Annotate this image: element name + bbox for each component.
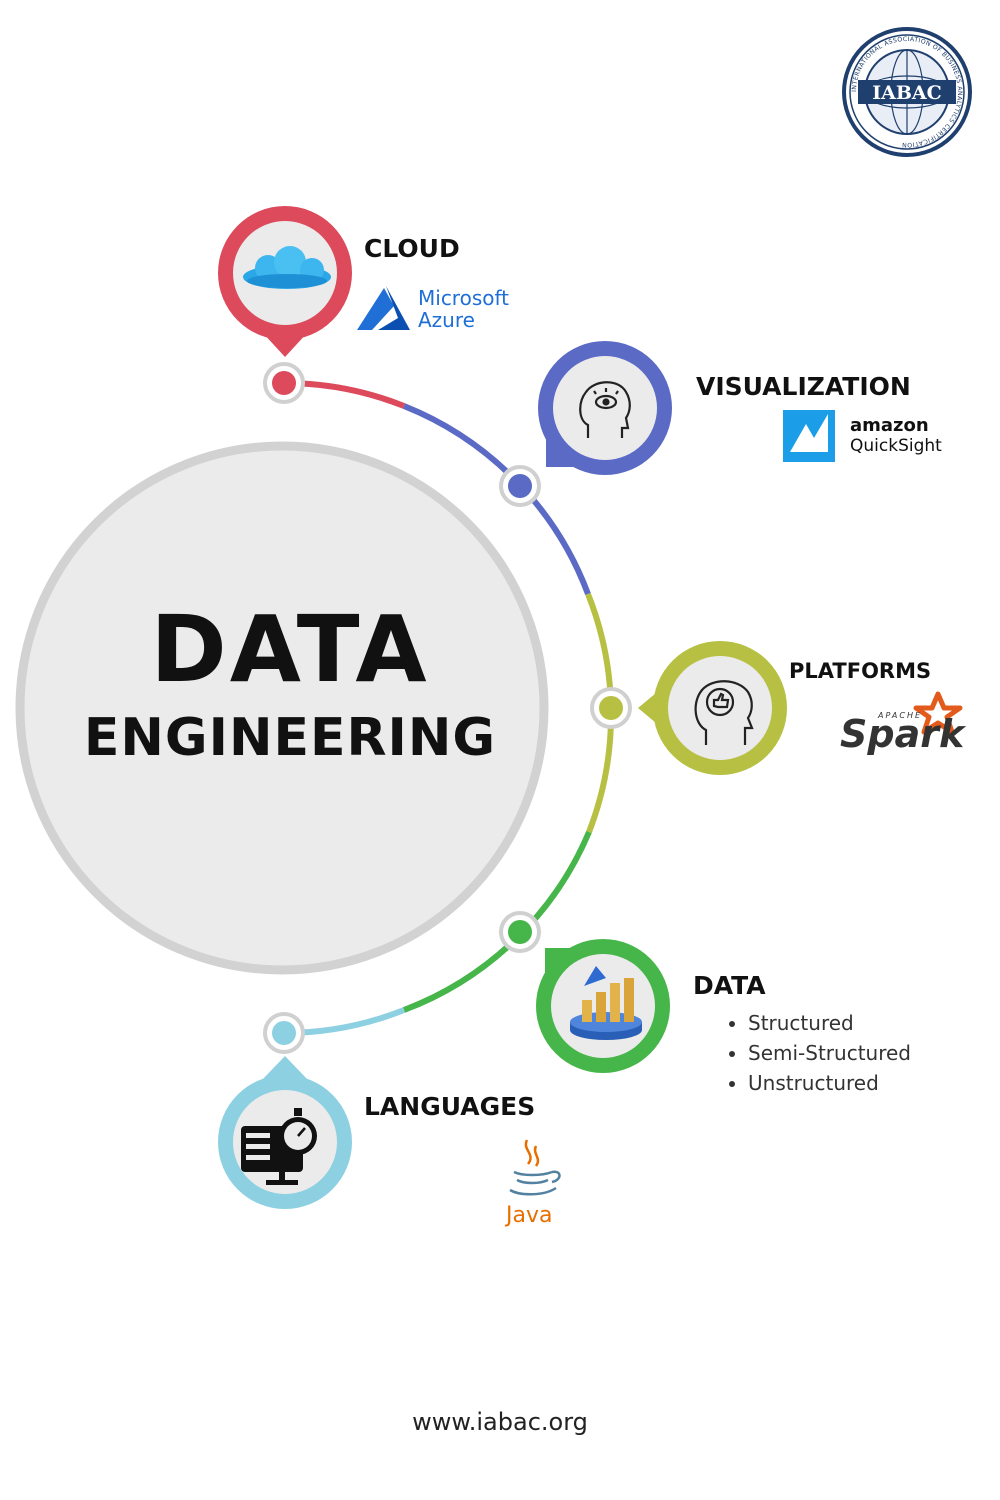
spark-brand-line2: Spark bbox=[840, 712, 965, 756]
iabac-logo: INTERNATIONAL ASSOCIATION OF BUSINESS AN… bbox=[842, 27, 972, 157]
head-eye-icon bbox=[579, 381, 631, 438]
center-title-line1: DATA bbox=[150, 596, 430, 703]
java-logo-icon bbox=[509, 1139, 561, 1196]
spark-brand-line1: APACHE bbox=[878, 711, 923, 720]
azure-logo-icon bbox=[357, 286, 410, 330]
label-visualization: VISUALIZATION bbox=[696, 372, 911, 401]
arc-node-cloud bbox=[263, 362, 305, 404]
languages-badge bbox=[218, 1056, 352, 1209]
center-circle bbox=[15, 441, 549, 975]
platforms-badge bbox=[638, 641, 787, 775]
list-item: Semi-Structured bbox=[748, 1038, 911, 1068]
monitor-stopwatch-icon bbox=[241, 1108, 317, 1185]
label-languages: LANGUAGES bbox=[364, 1092, 536, 1121]
footer-url[interactable]: www.iabac.org bbox=[412, 1408, 588, 1436]
quicksight-brand-line2: QuickSight bbox=[850, 436, 942, 456]
list-item: Unstructured bbox=[748, 1068, 911, 1098]
label-cloud: CLOUD bbox=[364, 234, 460, 263]
data-types-list: Structured Semi-Structured Unstructured bbox=[722, 1008, 911, 1098]
java-brand-text: Java bbox=[506, 1203, 553, 1228]
label-platforms: PLATFORMS bbox=[789, 659, 932, 683]
spark-star-icon bbox=[913, 691, 963, 735]
quicksight-brand-text: amazon QuickSight bbox=[850, 415, 942, 457]
arc-node-platforms bbox=[590, 687, 632, 729]
quicksight-brand-line1: amazon bbox=[850, 415, 929, 436]
iabac-logo-text: IABAC bbox=[872, 82, 942, 104]
cloud-badge bbox=[218, 206, 352, 357]
visualization-badge bbox=[538, 341, 672, 475]
cloud-icon bbox=[243, 246, 331, 289]
azure-brand-text: Microsoft Azure bbox=[418, 287, 509, 331]
azure-brand-line1: Microsoft bbox=[418, 286, 510, 310]
quicksight-logo-icon bbox=[783, 410, 835, 462]
list-item: Structured bbox=[748, 1008, 911, 1038]
arc-node-languages bbox=[263, 1012, 305, 1054]
arc-node-visualization bbox=[499, 465, 541, 507]
azure-brand-line2: Azure bbox=[418, 308, 475, 332]
arc-node-data bbox=[499, 911, 541, 953]
data-badge bbox=[536, 939, 670, 1073]
label-data: DATA bbox=[693, 971, 766, 1000]
bar-chart-icon bbox=[570, 966, 642, 1040]
center-title-line2: ENGINEERING bbox=[83, 708, 497, 768]
head-thumbs-up-icon bbox=[694, 680, 754, 745]
